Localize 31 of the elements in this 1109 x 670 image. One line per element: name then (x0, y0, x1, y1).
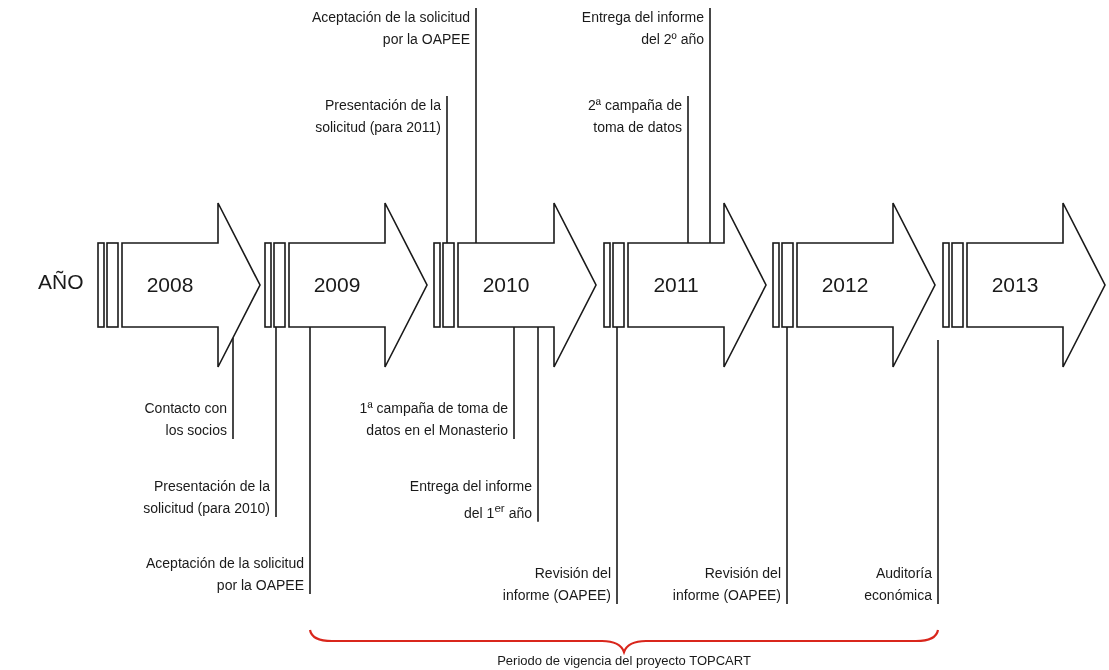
brace-label: Periodo de vigencia del proyecto TOPCART (497, 653, 751, 668)
callout-text: Presentación de la solicitud (para 2011) (296, 94, 447, 138)
year-label: 2010 (481, 272, 531, 298)
axis-title: AÑO (38, 270, 84, 294)
leader-line (537, 326, 539, 523)
callout-text: Entrega del informe del 1$^{er}$ año (404, 475, 538, 524)
callout-text: 1ª campaña de toma de datos en el Monasterio (343, 397, 514, 441)
leader-line (475, 7, 477, 244)
callout-text: 2ª campaña de toma de datos (572, 94, 688, 138)
year-label: 2011 (652, 272, 700, 298)
leader-line (275, 326, 277, 518)
callout-text: Contacto con los socios (127, 397, 233, 441)
leader-line (446, 95, 448, 244)
year-label: 2013 (990, 272, 1040, 298)
callout-text: Revisión del informe (OAPEE) (666, 562, 787, 606)
callout-text: Auditoría económica (854, 562, 938, 606)
callout-text: Aceptación de la solicitud por la OAPEE (124, 552, 310, 596)
callout-text: Aceptación de la solicitud por la OAPEE (290, 6, 476, 50)
year-label: 2012 (820, 272, 870, 298)
leader-line (309, 326, 311, 595)
callout-text: Entrega del informe del 2º año (569, 6, 710, 50)
year-label: 2009 (312, 272, 362, 298)
year-label: 2008 (145, 272, 195, 298)
callout-text: Presentación de la solicitud (para 2010) (125, 475, 276, 519)
leader-line (786, 326, 788, 605)
leader-line (937, 339, 939, 605)
leader-line (687, 95, 689, 244)
leader-line (513, 326, 515, 440)
callout-text: Revisión del informe (OAPEE) (496, 562, 617, 606)
leader-line (616, 326, 618, 605)
leader-line (709, 7, 711, 244)
